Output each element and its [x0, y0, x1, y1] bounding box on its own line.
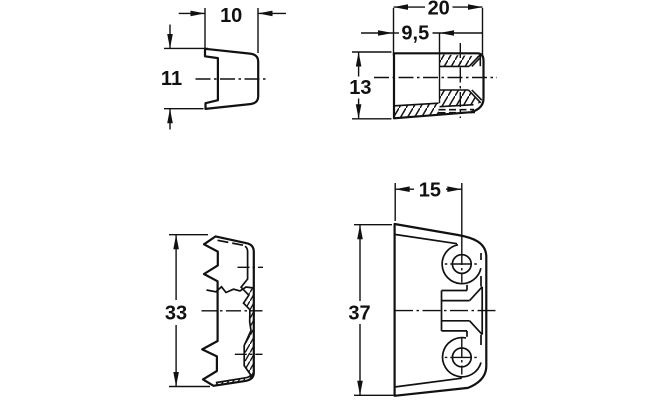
svg-text:10: 10	[220, 5, 242, 27]
svg-text:13: 13	[349, 77, 371, 99]
svg-text:11: 11	[161, 68, 182, 90]
svg-text:9,5: 9,5	[401, 23, 429, 45]
svg-text:20: 20	[428, 0, 450, 20]
svg-text:37: 37	[348, 302, 370, 324]
svg-text:33: 33	[165, 303, 187, 325]
svg-text:15: 15	[419, 179, 441, 201]
